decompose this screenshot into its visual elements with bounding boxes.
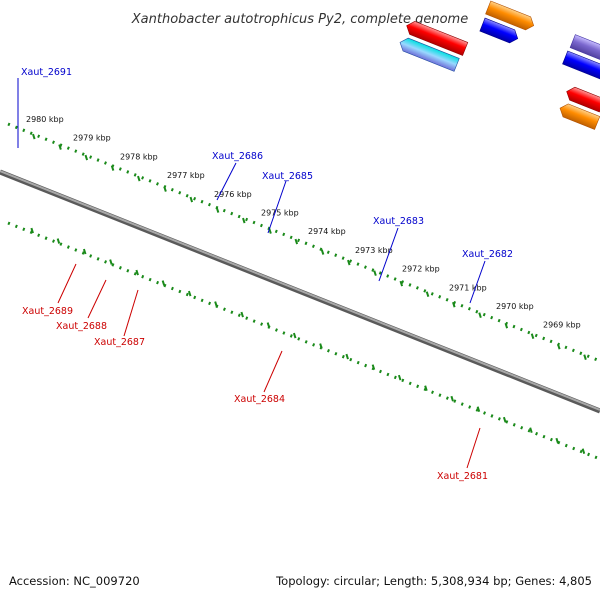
genome-summary-text: Topology: circular; Length: 5,308,934 bp… xyxy=(275,574,592,588)
gene-label[interactable]: Xaut_2683 xyxy=(373,216,424,227)
ruler-tick xyxy=(294,238,299,245)
ruler-tick xyxy=(424,385,428,391)
ruler-tick xyxy=(161,280,166,286)
ruler-tick xyxy=(504,322,509,329)
gene-arrow[interactable] xyxy=(557,102,600,130)
ruler-tick xyxy=(30,227,34,234)
ruler-tick-label: 2973 kbp xyxy=(355,246,393,255)
ruler-tick xyxy=(557,343,561,350)
ruler-tick-label: 2976 kbp xyxy=(214,190,252,199)
gene-arrow[interactable] xyxy=(485,0,537,32)
ruler-tick xyxy=(452,301,456,308)
ruler-tick xyxy=(82,248,87,255)
ruler-tick xyxy=(345,353,349,360)
ruler-tick xyxy=(319,343,323,349)
ruler-tick xyxy=(373,270,377,276)
map-title: Xanthobacter autotrophicus Py2, complete… xyxy=(131,12,468,27)
gene-label[interactable]: Xaut_2688 xyxy=(56,321,107,332)
ruler-tick-label: 2978 kbp xyxy=(120,152,158,161)
ruler-tick xyxy=(189,196,194,203)
ruler-tick-label: 2977 kbp xyxy=(167,171,205,180)
accession-text: Accession: NC_009720 xyxy=(9,574,140,588)
ruler-tick xyxy=(32,133,36,140)
ruler-tick xyxy=(109,259,113,265)
gene-label[interactable]: Xaut_2682 xyxy=(462,249,513,260)
outer-ruler: 2980 kbp 2979 kbp 2978 kbp 2977 kbp 2976 kbp… xyxy=(7,115,600,363)
gene-arrow[interactable] xyxy=(479,17,520,45)
ruler-tick-label: 2972 kbp xyxy=(402,265,440,274)
reverse-gene-labels: Xaut_2689 Xaut_2688 Xaut_2687 Xaut_2684 … xyxy=(22,306,488,482)
ruler-tick xyxy=(399,280,404,287)
ruler-tick xyxy=(240,311,244,318)
gene-label[interactable]: Xaut_2689 xyxy=(22,306,73,317)
forward-gene-labels: Xaut_2691 Xaut_2686 Xaut_2685 Xaut_2683 … xyxy=(21,67,513,260)
ruler-tick xyxy=(476,406,481,412)
ruler-tick-label: 2974 kbp xyxy=(308,227,346,236)
label-leaders xyxy=(17,78,486,469)
ruler-tick xyxy=(110,165,115,171)
gene-label[interactable]: Xaut_2684 xyxy=(234,394,285,405)
gene-label[interactable]: Xaut_2687 xyxy=(94,337,145,348)
ruler-tick xyxy=(187,290,192,297)
ruler-tick xyxy=(371,364,376,370)
ruler-tick xyxy=(320,249,325,255)
ruler-tick xyxy=(58,144,62,150)
ruler-tick-label: 2975 kbp xyxy=(261,209,299,218)
ruler-tick xyxy=(214,301,218,307)
ruler-tick xyxy=(163,186,167,192)
gene-label[interactable]: Xaut_2691 xyxy=(21,67,72,78)
ruler-tick xyxy=(215,207,220,213)
gene-label[interactable]: Xaut_2685 xyxy=(262,171,313,182)
ruler-tick-label: 2979 kbp xyxy=(73,134,111,143)
ruler-tick xyxy=(529,427,533,433)
ruler-tick xyxy=(478,312,482,318)
gene-arrow[interactable] xyxy=(397,36,460,72)
ruler-tick xyxy=(555,437,559,444)
ruler-tick xyxy=(530,333,535,339)
ruler-tick-label: 2970 kbp xyxy=(496,302,534,311)
ruler-tick xyxy=(347,259,351,266)
inner-ruler xyxy=(7,221,600,461)
gene-arrow[interactable] xyxy=(404,19,469,56)
ruler-tick xyxy=(397,374,402,381)
ruler-tick xyxy=(56,238,61,244)
ruler-tick xyxy=(242,217,246,224)
ruler-tick xyxy=(84,154,89,161)
ruler-tick xyxy=(502,416,507,423)
ruler-tick xyxy=(450,395,454,402)
gene-label[interactable]: Xaut_2686 xyxy=(212,151,263,162)
ruler-tick-label: 2980 kbp xyxy=(26,115,64,124)
genome-backbone xyxy=(0,169,600,414)
ruler-tick xyxy=(583,354,587,360)
ruler-tick-label: 2969 kbp xyxy=(543,321,581,330)
ruler-tick xyxy=(425,291,430,297)
ruler-tick xyxy=(581,448,586,454)
gene-label[interactable]: Xaut_2681 xyxy=(437,471,488,482)
ruler-tick xyxy=(266,322,271,328)
gene-arrow[interactable] xyxy=(569,34,600,74)
gene-arrow[interactable] xyxy=(562,50,600,91)
ruler-tick xyxy=(292,332,297,339)
ruler-tick xyxy=(137,175,141,182)
ruler-tick-label: 2971 kbp xyxy=(449,283,487,292)
ruler-tick xyxy=(135,269,139,276)
